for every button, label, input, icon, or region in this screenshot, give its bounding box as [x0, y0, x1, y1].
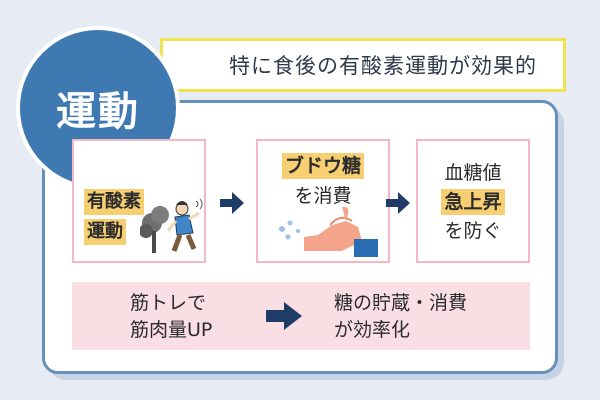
headline-banner: 特に食後の有酸素運動が効果的	[160, 38, 566, 92]
strength-training-row: 筋トレで 筋肉量UP 糖の貯蔵・消費 が効率化	[72, 282, 530, 350]
bottom-right-line-1: 糖の貯蔵・消費	[334, 292, 468, 314]
headline-text: 特に食後の有酸素運動が効果的	[229, 54, 537, 78]
bottom-left-line-2: 筋肉量UP	[130, 319, 213, 341]
bottom-left-line-1: 筋トレで	[130, 292, 207, 314]
step-aerobic-exercise: 有酸素 運動	[72, 139, 206, 263]
step-prevent-glucose-spike: 血糖値 急上昇 を防ぐ	[416, 139, 530, 263]
step2-text: を消費	[294, 185, 352, 207]
flexed-arm-icon	[279, 207, 378, 257]
step3-text-top: 血糖値	[444, 162, 502, 184]
jogging-person-illustration	[140, 198, 203, 253]
bottom-right-line-2: が効率化	[334, 319, 411, 341]
step3-text-bottom: を防ぐ	[444, 220, 502, 242]
topic-title: 運動	[56, 89, 140, 135]
arrow-right-icon	[220, 192, 244, 214]
arrow-right-icon	[386, 192, 410, 214]
step3-highlight: 急上昇	[441, 189, 505, 215]
arrow-right-icon	[266, 302, 302, 330]
step1-highlight-2: 運動	[84, 219, 126, 245]
step1-highlight-1: 有酸素	[84, 189, 144, 215]
step-glucose-consumption: ブドウ糖 を消費	[256, 139, 390, 263]
step2-highlight: ブドウ糖	[281, 153, 364, 179]
